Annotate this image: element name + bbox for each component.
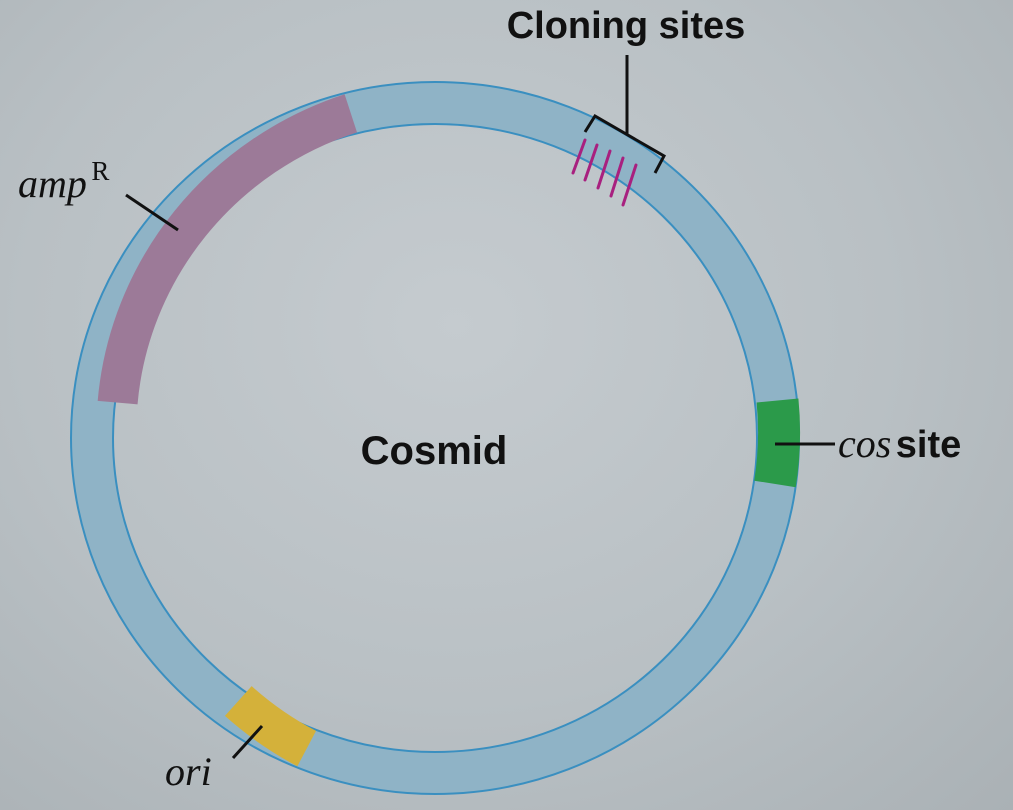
cloning-site-line	[571, 138, 587, 175]
cos-label-italic: cos	[838, 421, 891, 466]
cloning-sites-bracket	[583, 55, 667, 174]
bracket-line	[583, 113, 667, 174]
cloning-sites-label: Cloning sites	[507, 5, 746, 47]
amp-label: amp R	[18, 156, 109, 206]
ori-label: ori	[165, 749, 212, 794]
amp-resistance-segment	[97, 94, 358, 405]
cloning-sites-marks	[571, 138, 638, 207]
cloning-site-line	[596, 149, 612, 190]
cos-site-segment	[754, 398, 801, 488]
cosmid-center-label: Cosmid	[361, 429, 508, 473]
amp-label-superscript: R	[91, 156, 109, 186]
cloning-site-line	[621, 163, 638, 207]
ori-leader-line	[231, 724, 264, 760]
amp-leader-line	[125, 193, 179, 232]
cloning-site-line	[583, 143, 599, 182]
amp-label-main: amp	[18, 161, 87, 206]
ori-segment	[224, 685, 317, 767]
cloning-site-line	[609, 156, 625, 198]
cos-label-bold: site	[896, 424, 961, 466]
cos-site-label: cos site	[838, 421, 961, 466]
